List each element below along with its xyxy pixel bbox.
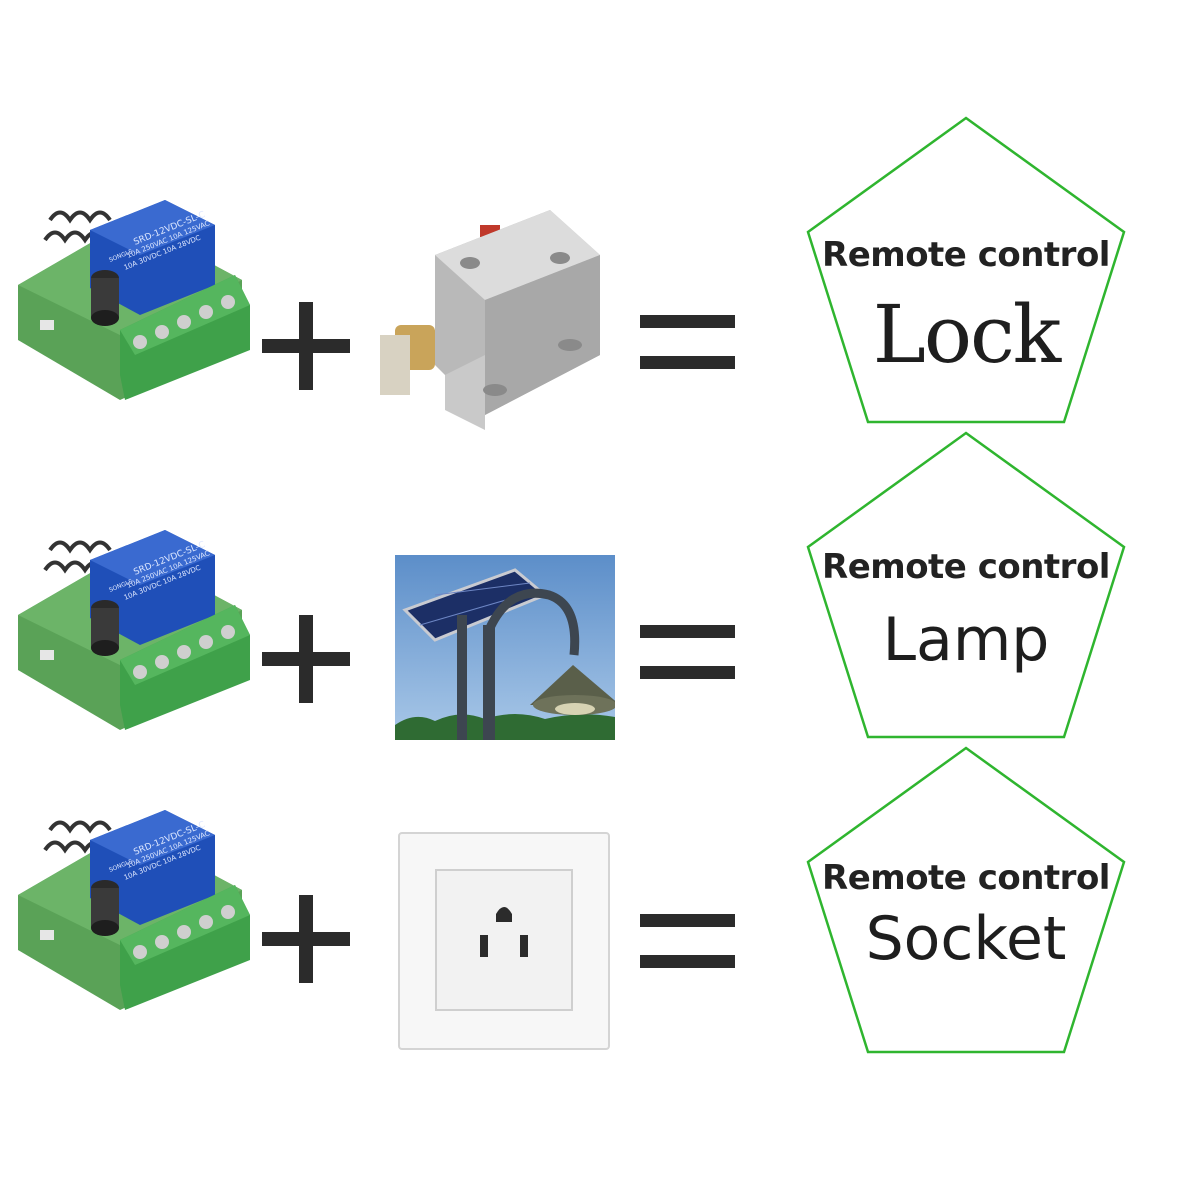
- badge-product-name: Socket: [865, 904, 1067, 974]
- combo-row-socket: SRD-12VDC-SL-C 10A 250VAC 10A 125VAC 10A…: [0, 740, 1200, 1080]
- pentagon-outline: [806, 116, 1126, 424]
- combo-row-lock: SRD-12VDC-SL-C 10A 250VAC 10A 125VAC 10A…: [0, 110, 1200, 450]
- equals-icon: [640, 914, 735, 968]
- relay-module-image: SRD-12VDC-SL-C 10A 250VAC 10A 125VAC 10A…: [18, 200, 250, 400]
- plus-icon: [262, 615, 350, 703]
- result-badge: Remote control Socket: [800, 740, 1132, 1060]
- result-badge: Remote control Lamp: [800, 425, 1132, 745]
- relay-module-image: SRD-12VDC-SL-C 10A 250VAC 10A 125VAC 10A…: [18, 810, 250, 1010]
- badge-product-name: Lamp: [882, 605, 1050, 675]
- pentagon-outline: [806, 746, 1126, 1054]
- combo-row-lamp: SRD-12VDC-SL-C 10A 250VAC 10A 125VAC 10A…: [0, 425, 1200, 765]
- result-badge: Remote control Lock: [800, 110, 1132, 430]
- badge-title: Remote control: [822, 858, 1110, 898]
- wall-socket-image: [398, 832, 610, 1050]
- pentagon-outline: [806, 431, 1126, 739]
- solar-street-lamp-image: [395, 555, 615, 740]
- relay-module-image: SRD-12VDC-SL-C 10A 250VAC 10A 125VAC 10A…: [18, 530, 250, 730]
- badge-title: Remote control: [822, 547, 1110, 587]
- equals-icon: [640, 315, 735, 369]
- plus-icon: [262, 895, 350, 983]
- badge-title: Remote control: [822, 235, 1110, 275]
- electric-lock-image: [380, 210, 600, 430]
- badge-product-name: Lock: [872, 288, 1062, 381]
- equals-icon: [640, 625, 735, 679]
- plus-icon: [262, 302, 350, 390]
